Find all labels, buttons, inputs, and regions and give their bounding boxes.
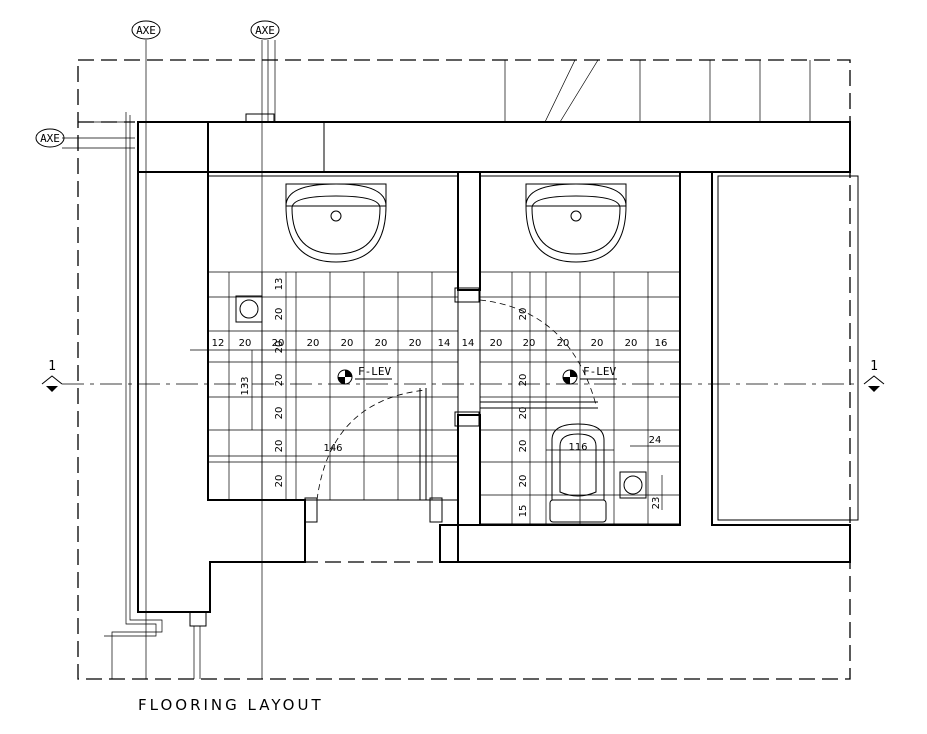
drawing-title: FLOORING LAYOUT <box>138 696 324 714</box>
section-label-left: 1 <box>48 359 56 374</box>
dim-label: 12 <box>212 338 225 349</box>
window-openings <box>504 59 811 123</box>
dim-label: 20 <box>272 338 285 349</box>
dim-label: 133 <box>240 376 251 395</box>
toilet <box>549 423 607 523</box>
dim-label: 20 <box>518 440 529 453</box>
dim-label: 20 <box>274 440 285 453</box>
dim-label: 20 <box>409 338 422 349</box>
section-marker-right <box>863 375 885 392</box>
dim-label: 20 <box>274 475 285 488</box>
site-boundary <box>77 59 851 680</box>
dim-label: 116 <box>568 442 587 453</box>
dim-label: 20 <box>274 341 285 354</box>
floor-drain-b <box>619 471 647 499</box>
walls <box>137 113 851 613</box>
dim-label: 20 <box>341 338 354 349</box>
dim-label: 146 <box>323 443 342 454</box>
section-marker-left <box>41 375 63 392</box>
dim-label: 20 <box>518 407 529 420</box>
level-label: F-LEV <box>583 365 616 378</box>
level-marker-b <box>562 369 617 385</box>
dim-label: 20 <box>625 338 638 349</box>
room-dimensions: 133 146 116 24 23 <box>240 376 662 509</box>
washbasin-a <box>285 183 387 263</box>
dim-label: 20 <box>490 338 503 349</box>
dim-label: 14 <box>438 338 451 349</box>
room-a-floor-tiles <box>207 175 459 501</box>
col-dimensions-left: 13 20 20 20 20 20 20 <box>274 278 285 488</box>
dim-label: 20 <box>274 374 285 387</box>
dim-label: 20 <box>518 475 529 488</box>
axis-bubbles <box>35 20 280 148</box>
dim-label: 24 <box>649 435 662 446</box>
level-marker-a <box>337 369 392 385</box>
dimension-lines <box>190 272 680 524</box>
dim-label: 20 <box>274 308 285 321</box>
dim-label: 20 <box>518 308 529 321</box>
axis-lines <box>62 40 276 679</box>
dim-label: 20 <box>591 338 604 349</box>
col-dimensions-right: 20 20 20 20 20 15 <box>518 308 529 518</box>
doors <box>304 287 598 523</box>
dim-label: 20 <box>557 338 570 349</box>
dim-label: 20 <box>274 407 285 420</box>
section-label-right: 1 <box>870 359 878 374</box>
axis-label: AXE <box>40 132 60 145</box>
row-dimensions-left: 12 20 20 20 20 20 20 14 <box>212 338 451 349</box>
level-label: F-LEV <box>358 365 391 378</box>
axis-label: AXE <box>255 24 275 37</box>
dim-label: 20 <box>375 338 388 349</box>
dim-label: 20 <box>523 338 536 349</box>
adjacent-room <box>717 175 859 521</box>
dim-label: 20 <box>307 338 320 349</box>
dim-label: 16 <box>655 338 668 349</box>
pipe-lines <box>104 112 207 679</box>
washbasin-b <box>525 183 627 263</box>
dim-label: 23 <box>651 497 662 510</box>
dim-label: 20 <box>239 338 252 349</box>
row-dimensions-right: 14 20 20 20 20 20 16 <box>462 338 668 349</box>
dim-label: 15 <box>518 505 529 518</box>
dim-label: 14 <box>462 338 475 349</box>
axis-label: AXE <box>136 24 156 37</box>
dim-label: 13 <box>274 278 285 291</box>
dim-label: 20 <box>518 374 529 387</box>
floor-drain-a <box>235 295 263 323</box>
